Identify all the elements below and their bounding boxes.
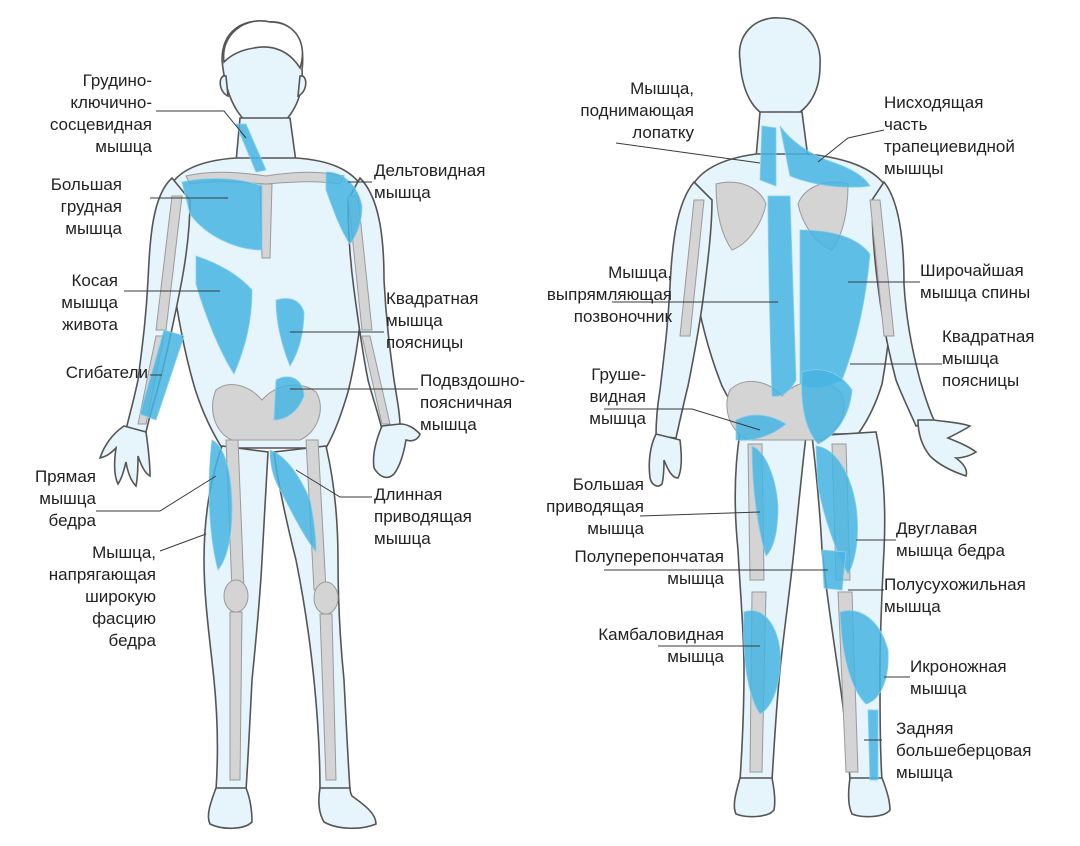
label-soleus: Камбаловидная мышца (598, 625, 724, 666)
back-muscle-tibialis-posterior (867, 709, 879, 781)
leader-tensor (159, 533, 207, 552)
leader-piriformis (604, 408, 761, 431)
back-hand-left (648, 433, 683, 487)
front-radius-right (361, 335, 391, 425)
back-muscle-biceps-femoris (815, 445, 858, 575)
front-muscle-adductor-longus (269, 449, 317, 554)
front-tibia-left (229, 611, 243, 781)
front-muscle-pectoralis (181, 178, 263, 251)
label-quadratus-lumborum-back: Квадратная мышца поясницы (942, 327, 1035, 390)
back-muscle-soleus (743, 610, 781, 715)
label-levator-scapulae: Мышца, поднимающая лопатку (580, 79, 694, 142)
label-rectus-femoris: Прямая мышца бедра (34, 467, 96, 530)
front-foot-right (318, 787, 377, 830)
label-pectoralis-major: Большая грудная мышца (50, 175, 122, 238)
front-patella-right (313, 581, 339, 615)
front-muscle-rectus-femoris (208, 439, 233, 571)
label-oblique: Косая мышца живота (61, 271, 118, 334)
front-muscle-sternocleidomastoid (235, 123, 267, 173)
back-head (738, 17, 821, 121)
label-semimembranosus: Полуперепончатая мышца (574, 547, 724, 588)
front-muscle-oblique (195, 255, 253, 375)
front-ear-left (219, 75, 229, 98)
label-erector-spinae: Мышца, выпрямляющая позвоночник (546, 263, 672, 326)
label-gastrocnemius: Икроножная мышца (910, 657, 1007, 698)
back-muscle-semitendinosus (821, 549, 847, 591)
front-foot-left (207, 787, 253, 830)
front-tibia-right (319, 613, 337, 781)
label-tibialis-posterior: Задняя большеберцовая мышца (896, 719, 1032, 782)
back-muscle-gastrocnemius (839, 610, 889, 705)
front-muscle-iliopsoas (273, 376, 305, 421)
back-muscle-adductor-magnus (751, 445, 779, 557)
back-scapula-left (715, 181, 767, 251)
front-patella-left (223, 579, 249, 613)
leader-adductor-magnus (639, 511, 761, 517)
label-tensor-fasciae-latae: Мышца, напрягающая широкую фасцию бедра (48, 543, 156, 650)
front-hair (222, 20, 304, 70)
label-trapezius: Нисходящая часть трапециевидной мышцы (884, 93, 1015, 178)
leader-trapezius (817, 129, 885, 163)
label-flexors: Сгибатели (65, 363, 148, 382)
label-latissimus: Широчайшая мышца спины (920, 261, 1031, 302)
label-iliopsoas: Подвздошно- поясничная мышца (420, 371, 525, 434)
back-muscle-erector-spinae (767, 195, 797, 397)
label-quadratus-lumborum-front: Квадратная мышца поясницы (386, 289, 479, 352)
label-sternocleidomastoid: Грудино- ключично- сосцевидная мышца (49, 71, 152, 156)
back-foot-right (847, 777, 891, 818)
label-piriformis: Груше- видная мышца (589, 365, 646, 428)
leader-levator-scapulae (615, 142, 761, 164)
back-muscles (735, 125, 889, 781)
label-adductor-longus: Длинная приводящая мышца (374, 485, 472, 548)
front-ear-right (297, 75, 307, 98)
front-humerus-left (155, 195, 183, 331)
front-muscles (139, 123, 363, 571)
back-muscle-quadratus-back (801, 369, 853, 445)
label-deltoid: Дельтовидная мышца (374, 161, 486, 202)
label-semitendinosus: Полусухожильная мышца (884, 575, 1026, 616)
label-biceps-femoris: Двуглавая мышца бедра (896, 519, 1005, 560)
back-hand-right (917, 419, 978, 478)
leader-rectus-femoris (96, 475, 217, 512)
label-adductor-magnus: Большая приводящая мышца (546, 475, 644, 538)
back-foot-left (733, 777, 776, 818)
front-hand-right (372, 423, 421, 479)
leader-adductor-longus (295, 469, 372, 498)
front-hand-left (98, 425, 151, 488)
back-muscle-trapezius (779, 125, 871, 188)
back-humerus-right (869, 199, 895, 337)
leader-lines (96, 110, 942, 741)
leader-sternocleidomastoid (156, 110, 247, 139)
back-muscle-levator-scapulae (759, 125, 777, 187)
back-muscle-piriformis (735, 414, 787, 441)
